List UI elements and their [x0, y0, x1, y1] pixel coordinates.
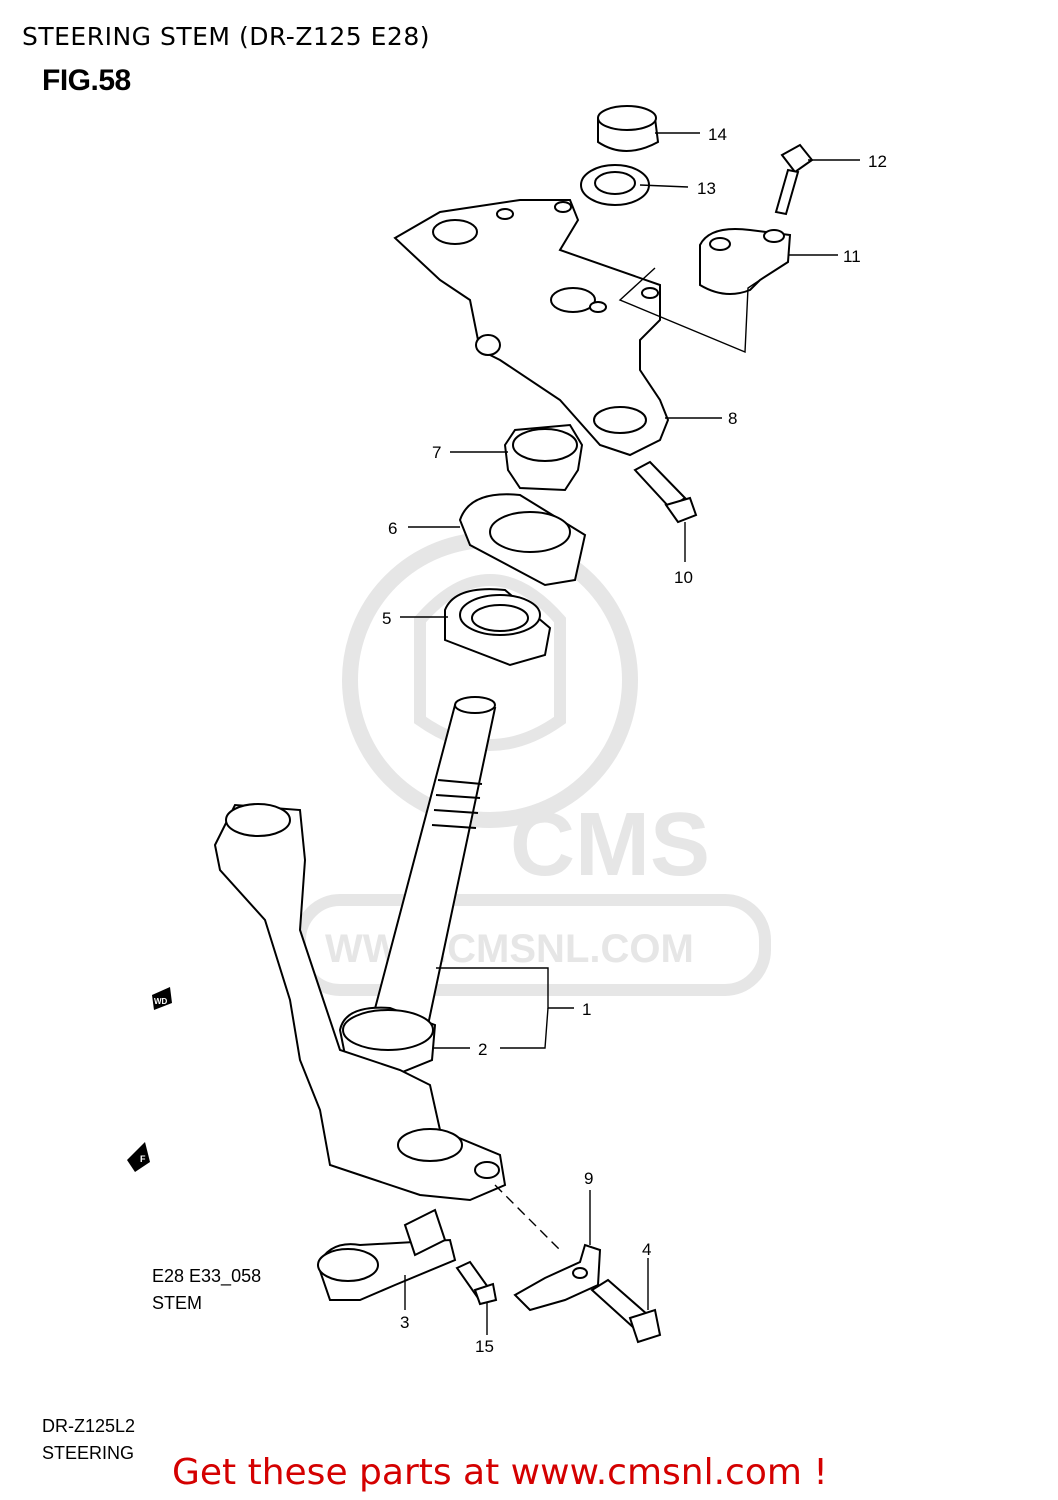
section-name: STEM [152, 1293, 203, 1313]
part-7-nut [503, 423, 584, 492]
part-6-seal [458, 493, 587, 587]
callout-13: 13 [697, 179, 716, 198]
stem-shaft [370, 696, 497, 1027]
model-name: DR-Z125L2 [42, 1416, 136, 1436]
callout-2: 2 [478, 1040, 487, 1059]
callout-6: 6 [388, 519, 397, 538]
diagram-code: E28 E33_058 [152, 1266, 262, 1286]
part-5-bearing [444, 588, 552, 667]
page-title: STEERING STEM (DR-Z125 E28) [22, 22, 430, 51]
callout-7: 7 [432, 443, 441, 462]
callout-3: 3 [400, 1313, 409, 1332]
callout-12: 12 [868, 152, 887, 171]
part-13-washer [580, 164, 650, 206]
watermark-url: WWW.CMSNL.COM [325, 927, 694, 971]
callout-1: 1 [582, 1000, 591, 1019]
wd-mark: WD [152, 987, 172, 1010]
part-12-bolt [774, 143, 814, 216]
callout-15: 15 [475, 1337, 494, 1356]
watermark-brand: CMS [510, 795, 710, 895]
figure-label: FIG.58 [42, 64, 131, 97]
wd-label: WD [154, 997, 168, 1006]
callout-10: 10 [674, 568, 693, 587]
parts-link[interactable]: Get these parts at www.cmsnl.com ! [172, 1452, 828, 1493]
group-name: STEERING [42, 1443, 135, 1463]
part-4-bolt [590, 1278, 662, 1344]
callout-11: 11 [843, 247, 861, 266]
callout-8: 8 [728, 409, 737, 428]
part-15-bolt [455, 1260, 498, 1306]
f-label: F [140, 1154, 146, 1164]
part-8-upper-bracket [393, 199, 670, 457]
callout-9: 9 [584, 1169, 593, 1188]
callout-4: 4 [642, 1240, 651, 1259]
part-14-cap [597, 105, 660, 152]
callout-14: 14 [708, 125, 727, 144]
leader-lines [400, 132, 860, 1335]
callout-5: 5 [382, 609, 391, 628]
lower-bracket [213, 803, 507, 1202]
part-11-holder [699, 228, 792, 295]
part-10-bolt [633, 460, 698, 524]
part-9-bracket [513, 1243, 602, 1312]
f-mark: F [127, 1142, 150, 1172]
part-3-holder [316, 1208, 457, 1301]
callout-numbers: 1 2 3 4 5 6 7 8 9 10 11 12 13 14 15 [382, 125, 887, 1356]
